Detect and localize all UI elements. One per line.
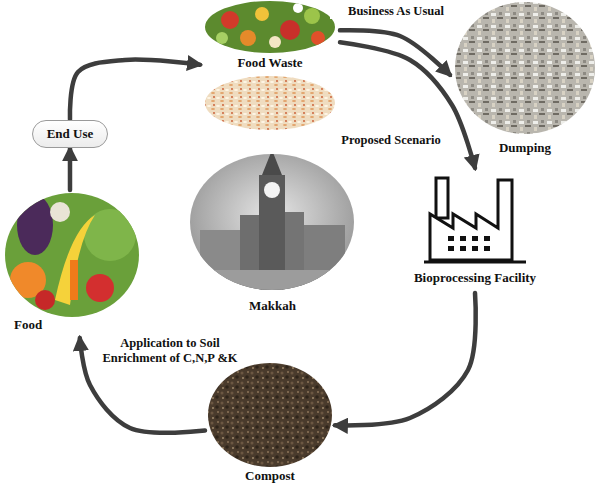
dumping-image — [455, 2, 595, 134]
vegetables-image — [5, 193, 139, 317]
image-node: Makkah — [185, 150, 360, 320]
edge-label: Application to Soil Enrichment of C,N,P … — [94, 336, 246, 366]
text-group: End Use — [47, 127, 94, 142]
flow-arrow — [335, 293, 476, 425]
image-node: Dumping — [450, 2, 600, 164]
edge-label: Proposed Scenario — [325, 133, 457, 148]
salad-image — [205, 1, 335, 53]
edge-label: Business As Usual — [330, 4, 462, 19]
flow-arrow — [340, 42, 475, 168]
image-node: Compost — [205, 358, 335, 490]
image-node: Food Waste — [200, 0, 340, 132]
image-node: Bioprocessing Facility — [385, 168, 565, 293]
node-label: Bioprocessing Facility — [385, 271, 565, 286]
node-label: Compost — [205, 469, 335, 484]
text-group: Dumping — [450, 141, 600, 156]
node-label: Makkah — [185, 299, 360, 314]
text-group: Food Waste — [200, 56, 340, 71]
node-label: End Use — [47, 127, 94, 142]
image-node: Food — [0, 190, 140, 338]
flow-arrow — [68, 148, 73, 190]
flow-arrow — [70, 60, 200, 120]
process-box: End Use — [32, 120, 109, 149]
text-group: Makkah — [185, 299, 360, 314]
node-label: Dumping — [450, 141, 600, 156]
makkah-image — [190, 140, 360, 300]
text-group: Compost — [205, 469, 335, 484]
text-group: Food — [14, 318, 42, 333]
compost-image — [208, 363, 332, 467]
node-label: Food — [14, 318, 42, 333]
rice-image — [205, 76, 335, 130]
factory-icon — [424, 178, 526, 262]
text-group: Bioprocessing Facility — [385, 271, 565, 286]
node-label: Food Waste — [200, 56, 340, 71]
